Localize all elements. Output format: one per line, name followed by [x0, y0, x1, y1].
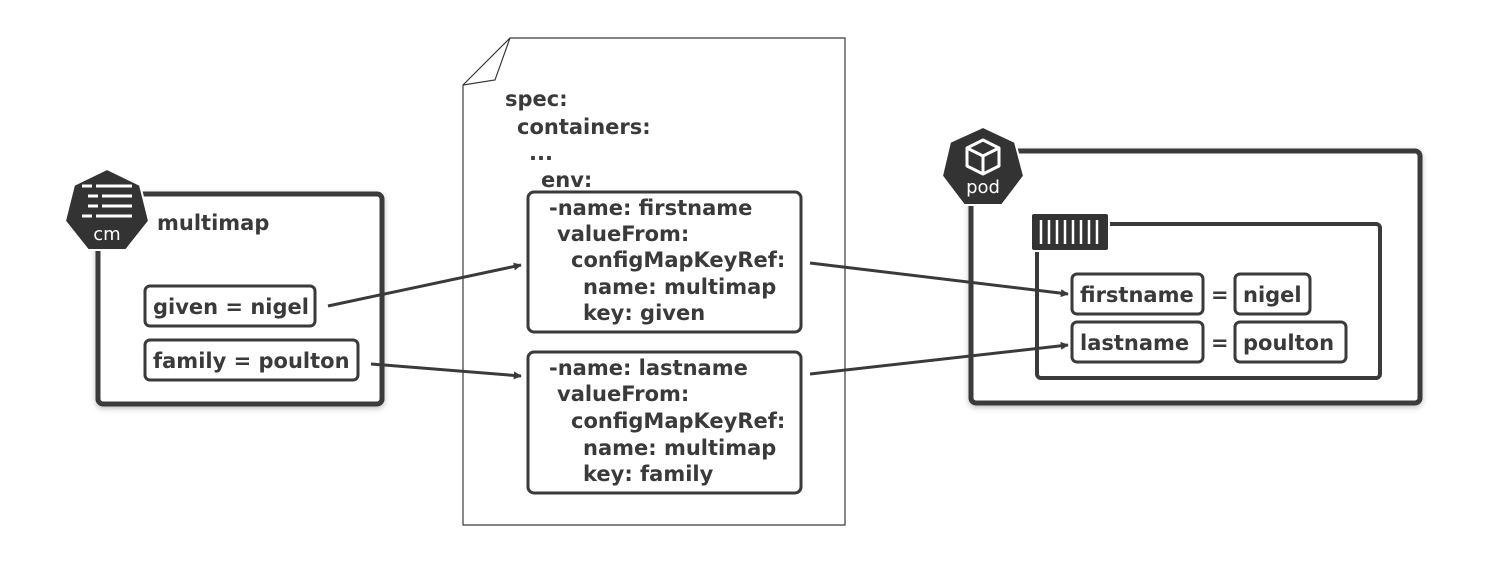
env-line: valueFrom: — [557, 222, 689, 246]
configmap-entry-box — [143, 284, 317, 328]
pod-badge-label: pod — [966, 177, 1000, 198]
pod-icon: pod — [940, 125, 1026, 206]
manifest-line: containers: — [517, 115, 651, 139]
arrow-family-to-lastname — [370, 362, 522, 380]
configmap-group: cm multimap given = nigel family = poult… — [63, 167, 385, 407]
configmap-name: multimap — [157, 211, 269, 235]
manifest-line: ... — [529, 141, 553, 165]
env-line: configMapKeyRef: — [571, 248, 785, 272]
arrow-firstname-to-pod — [809, 261, 1069, 298]
manifest-line: env: — [541, 168, 592, 192]
pod-var-equals: = — [1211, 331, 1229, 355]
configmap-entry-label: given = nigel — [153, 295, 309, 319]
arrow-lastname-to-pod — [809, 341, 1069, 376]
pod-var-equals: = — [1211, 283, 1229, 307]
configmap-entry-box — [143, 338, 360, 382]
env-block-lastname — [526, 350, 803, 495]
manifest-page-fold — [462, 37, 511, 86]
configmap-badge-label: cm — [93, 224, 120, 245]
pod-group: pod firstname = nigel lastname = poulton — [940, 125, 1423, 406]
configmap-icon: cm — [63, 167, 151, 251]
env-line: valueFrom: — [557, 382, 689, 406]
env-line: configMapKeyRef: — [571, 409, 785, 433]
env-line: -name: lastname — [549, 356, 748, 380]
env-line: name: multimap — [583, 275, 776, 299]
pod-var-value-box — [1233, 320, 1348, 364]
env-line: key: given — [583, 301, 705, 325]
pod-var-name: firstname — [1080, 283, 1194, 307]
env-line: name: multimap — [583, 436, 776, 460]
arrow-given-to-firstname — [327, 262, 522, 308]
arrows — [327, 261, 1069, 380]
env-line: -name: firstname — [549, 196, 752, 220]
pod-var-value: nigel — [1243, 283, 1302, 307]
manifest-line: spec: — [505, 87, 568, 111]
pod-var-name: lastname — [1080, 331, 1189, 355]
env-line: key: family — [583, 462, 714, 486]
container-icon — [1030, 212, 1110, 252]
pod-var-value-box — [1233, 272, 1312, 316]
pod-var-name-box — [1070, 320, 1205, 364]
configmap-entry-label: family = poulton — [153, 349, 350, 373]
pod-var-name-box — [1070, 272, 1205, 316]
env-block-firstname — [526, 190, 803, 334]
pod-var-value: poulton — [1243, 331, 1334, 355]
manifest-group: spec: containers: ... env: -name: firstn… — [462, 37, 846, 526]
